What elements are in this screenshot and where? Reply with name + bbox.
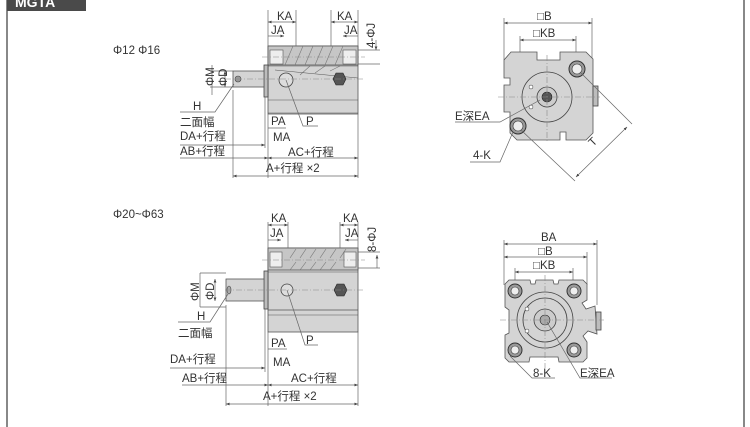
label-p: P [306, 116, 314, 128]
dim-ab: AB+行程 [180, 145, 226, 158]
dim-ja-left: JA [271, 25, 285, 37]
dim-kb: □KB [533, 260, 556, 272]
side-nut [595, 311, 602, 331]
label-4-k: 4-K [473, 150, 491, 162]
bottom-side-view: Φ20~Φ63 KA JA KA JA 8-ΦJ [113, 209, 380, 406]
dim-ab: AB+行程 [182, 372, 228, 385]
dim-ac: AC+行程 [291, 372, 337, 385]
label-e-depth: E深EA [580, 366, 615, 380]
dim-t: T [587, 136, 600, 149]
dim-ka-left: KA [271, 213, 287, 225]
dim-pa: PA [271, 338, 286, 350]
dim-a: A+行程 ×2 [266, 162, 320, 175]
label-h: H [193, 101, 201, 113]
label-width-across-flats: 二面幅 [178, 327, 213, 340]
label-h: H [197, 311, 205, 323]
dim-phi-j: 8-ΦJ [367, 227, 379, 252]
top-side-view: Φ12 Φ16 KA JA KA JA 4-ΦJ [113, 10, 380, 178]
dim-ka-right: KA [337, 11, 353, 23]
dim-kb: □KB [533, 28, 556, 40]
rod-flange [263, 64, 269, 98]
dim-b: □B [537, 11, 552, 23]
dim-phi-m: ΦM [190, 282, 202, 301]
dim-phi-d: ΦD [218, 69, 230, 86]
dim-ma: MA [273, 132, 291, 144]
dim-ba: BA [541, 232, 557, 244]
dim-ac: AC+行程 [288, 146, 334, 159]
label-8-k: 8-K [533, 368, 551, 380]
label-e-depth: E深EA [455, 109, 490, 123]
dim-ja-right: JA [344, 25, 358, 37]
dim-ka-right: KA [343, 213, 359, 225]
bottom-front-view: BA □B □KB 8-K E深EA [500, 232, 615, 380]
dim-b: □B [538, 246, 553, 258]
top-front-view: □B □KB E深EA 4-K T [455, 11, 633, 182]
dim-phi-m: ΦM [205, 67, 217, 86]
dim-pa: PA [271, 116, 286, 128]
dim-da: DA+行程 [180, 130, 226, 143]
dim-ja-right: JA [345, 228, 359, 240]
label-p: P [306, 335, 314, 347]
header-label: MGTA [15, 0, 55, 10]
label-width-across-flats: 二面幅 [180, 116, 215, 129]
dim-ka-left: KA [277, 11, 293, 23]
dim-ja-left: JA [270, 228, 284, 240]
side-nut [592, 85, 599, 107]
dim-phi-d: ΦD [205, 283, 217, 300]
header-tab: MGTA [7, 0, 86, 11]
top-size-title: Φ12 Φ16 [113, 45, 160, 57]
bottom-size-title: Φ20~Φ63 [113, 209, 164, 221]
dim-ma: MA [273, 357, 291, 369]
dim-da: DA+行程 [170, 353, 216, 366]
dim-phi-j: 4-ΦJ [366, 23, 378, 48]
dim-a: A+行程 ×2 [263, 390, 317, 403]
